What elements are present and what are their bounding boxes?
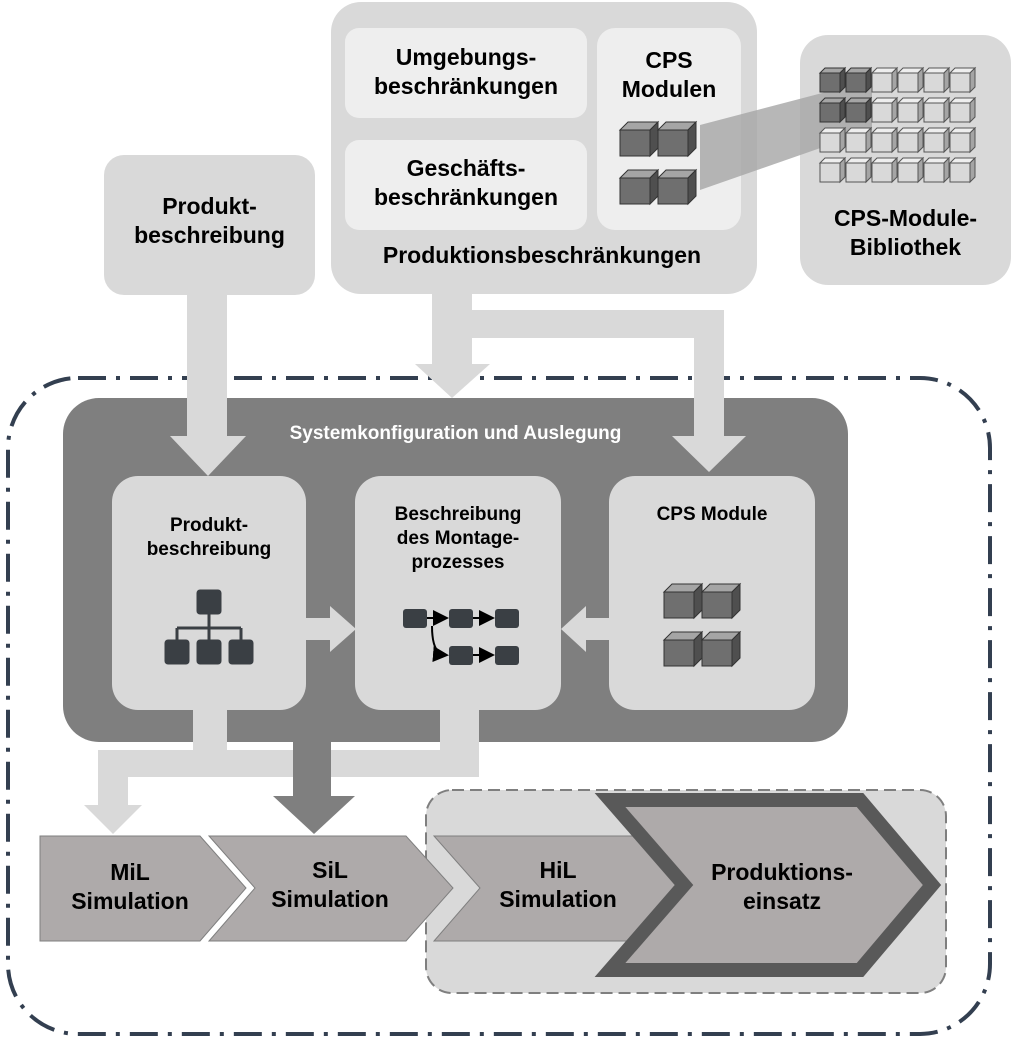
- library-cube: [897, 97, 924, 123]
- library-cube: [923, 157, 950, 183]
- arrow-cps-to-montage: [561, 606, 610, 652]
- library-cube: [897, 157, 924, 183]
- hierarchy-icon: [164, 589, 254, 665]
- stage-produktionseinsatz[interactable]: [594, 793, 942, 977]
- stage-mil[interactable]: [39, 835, 247, 942]
- library-cube: [923, 67, 950, 93]
- library-cube: [949, 157, 976, 183]
- stage-produktionseinsatz-label: Produktions-einsatz: [711, 859, 853, 914]
- library-cube: [923, 127, 950, 153]
- library-cube: [923, 97, 950, 123]
- library-cube-selected: [845, 97, 872, 123]
- produkt-top-label: Produkt-beschreibung: [134, 193, 285, 248]
- arrow-produkt-to-system: [170, 294, 246, 476]
- arrow-to-mil: [84, 710, 479, 834]
- library-label: CPS-Module-Bibliothek: [833, 205, 978, 260]
- library-cube: [871, 157, 898, 183]
- card-cps-label: CPS Module: [656, 504, 768, 525]
- umgebung-label: Umgebungs-beschränkungen: [373, 44, 559, 99]
- library-cube: [819, 157, 846, 183]
- umgebung-inner-box: [345, 28, 587, 118]
- library-cube: [949, 127, 976, 153]
- library-cube: [871, 67, 898, 93]
- library-cube: [897, 127, 924, 153]
- library-cube: [845, 127, 872, 153]
- library-cube-selected: [819, 97, 846, 123]
- geschaeft-inner-box: [345, 140, 587, 230]
- library-cube: [949, 67, 976, 93]
- library-cube: [871, 127, 898, 153]
- geschaeft-label: Geschäfts-beschränkungen: [373, 155, 559, 210]
- library-cube: [897, 67, 924, 93]
- arrow-to-sil: [273, 742, 355, 834]
- library-cube: [845, 157, 872, 183]
- library-cube: [871, 97, 898, 123]
- library-cube-selected: [845, 67, 872, 93]
- system-title: Systemkonfiguration und Auslegung: [289, 423, 622, 444]
- library-cube: [819, 127, 846, 153]
- system-boundary: [6, 376, 992, 1036]
- card-produkt-label: Produkt-beschreibung: [146, 515, 272, 560]
- library-cube-selected: [819, 67, 846, 93]
- arrow-produkt-to-montage: [306, 606, 356, 652]
- produktionsbeschraenkungen-label: Produktionsbeschränkungen: [382, 242, 702, 268]
- process-flow-icon: [403, 609, 519, 665]
- stage-sil[interactable]: [207, 835, 454, 942]
- library-cube: [949, 97, 976, 123]
- arrow-constraints-to-system: [415, 294, 746, 472]
- produkt-box-top: [104, 155, 315, 295]
